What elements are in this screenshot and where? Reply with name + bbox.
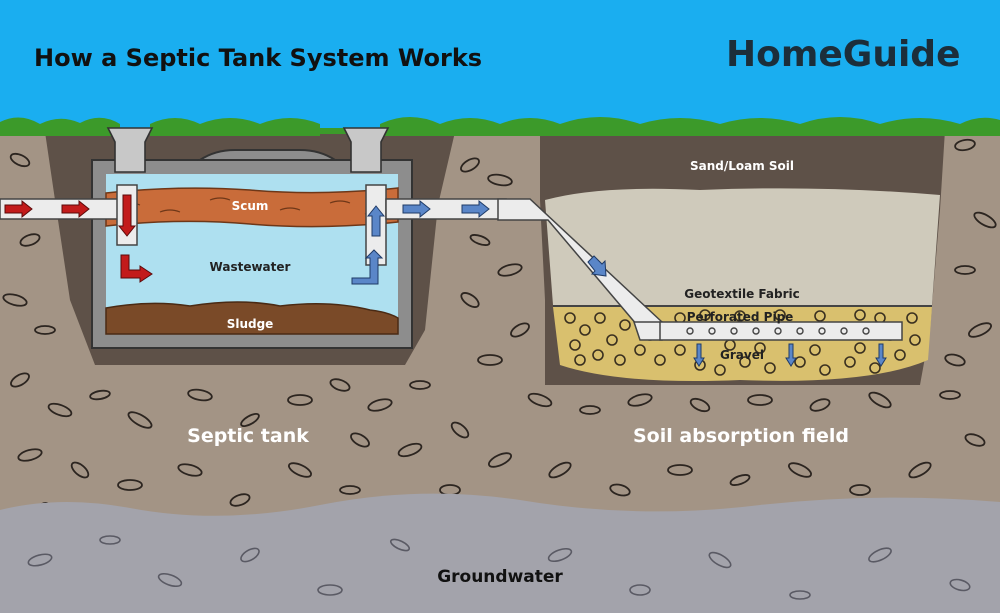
perforations [686, 327, 870, 335]
outflow-arrow-2 [461, 199, 490, 219]
scum-label: Scum [232, 199, 269, 213]
outflow-arrow-1 [402, 199, 431, 219]
scum-layer [105, 187, 399, 228]
sludge-layer [105, 301, 399, 335]
inlet-riser [106, 127, 154, 173]
outflow-arrow-turn [351, 249, 384, 285]
outflow-arrow-diagonal [587, 255, 607, 277]
groundwater-pebbles [27, 535, 971, 600]
inflow-arrow-down [117, 194, 137, 237]
outflow-arrow-up [366, 205, 386, 237]
drip-arrow-2 [785, 343, 797, 367]
inflow-arrow-2 [61, 199, 90, 219]
groundwater-layer [0, 493, 1000, 613]
gravel-label: Gravel [720, 348, 764, 362]
sand-loam-soil-label: Sand/Loam Soil [690, 159, 794, 173]
grass [0, 117, 1000, 136]
sky [0, 0, 1000, 135]
inflow-arrows [4, 194, 153, 283]
septic-tank [91, 127, 413, 349]
groundwater-label: Groundwater [437, 567, 563, 587]
outlet-pipe [365, 184, 903, 341]
septic-tank-label: Septic tank [187, 425, 309, 447]
drip-arrow-1 [693, 343, 705, 367]
brand-logo: HomeGuide [726, 34, 961, 75]
outlet-riser [342, 127, 390, 173]
perforated-pipe-label: Perforated Pipe [687, 310, 794, 324]
outflow-arrows [351, 199, 887, 367]
soil-absorption-field-label: Soil absorption field [633, 425, 849, 447]
inflow-arrow-turn [120, 254, 153, 283]
drip-arrow-3 [875, 343, 887, 367]
page-title: How a Septic Tank System Works [34, 44, 482, 72]
inflow-arrow-1 [4, 199, 33, 219]
sludge-label: Sludge [227, 317, 274, 331]
sand-loam-layer [545, 188, 940, 305]
geotextile-fabric-label: Geotextile Fabric [684, 287, 799, 301]
wastewater-label: Wastewater [210, 260, 291, 274]
